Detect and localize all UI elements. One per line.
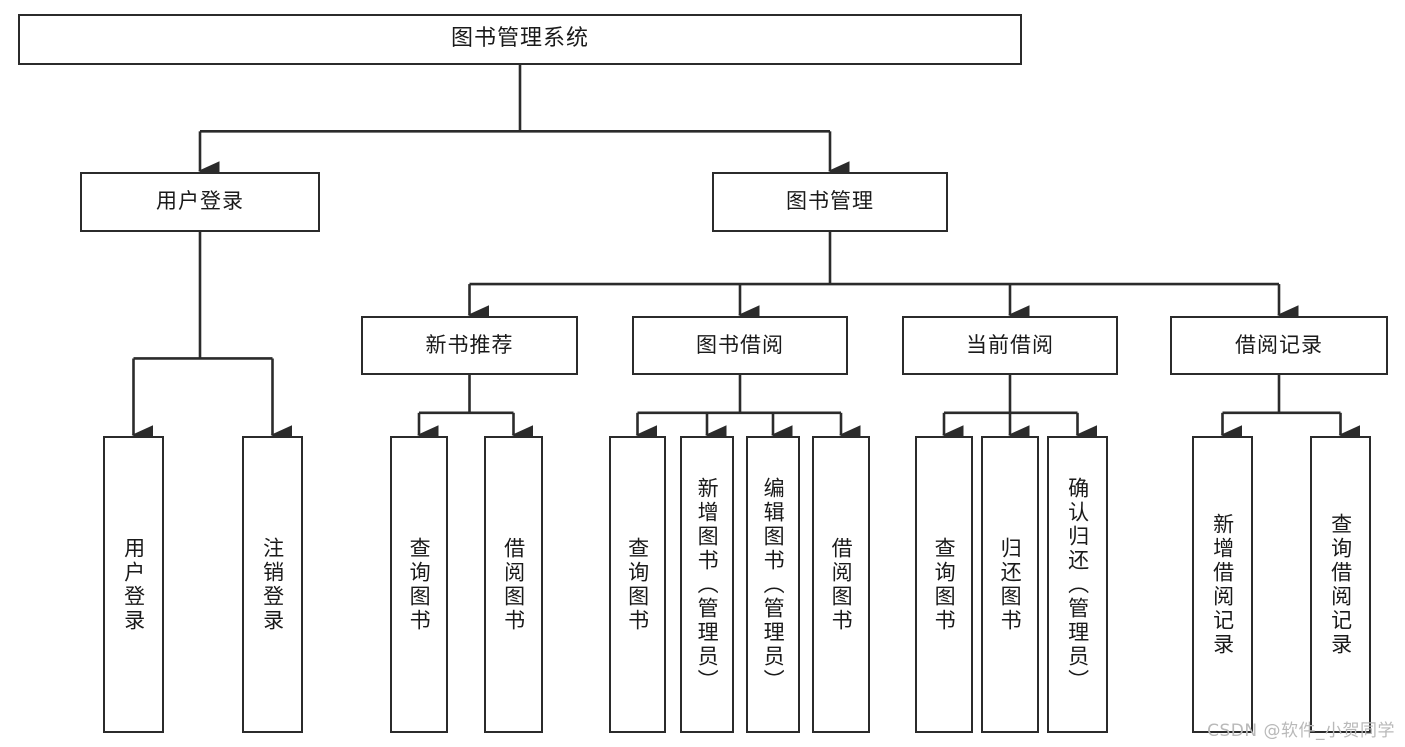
- node-label: 图书管理系统: [450, 26, 589, 52]
- node-l-queryrec[interactable]: 查询借阅记录: [1310, 436, 1371, 733]
- watermark: CSDN @软件_小贺同学: [1207, 721, 1395, 741]
- node-label: 用户登录: [156, 189, 244, 214]
- node-label: 归还图书: [998, 536, 1023, 633]
- node-label: 借阅图书: [501, 536, 526, 633]
- node-label: 查询图书: [407, 536, 432, 633]
- node-label: 新增借阅记录: [1210, 512, 1235, 657]
- node-l-query3[interactable]: 查询图书: [915, 436, 973, 733]
- node-records[interactable]: 借阅记录: [1170, 316, 1388, 375]
- node-l-addrec[interactable]: 新增借阅记录: [1192, 436, 1253, 733]
- node-newbooks[interactable]: 新书推荐: [361, 316, 578, 375]
- node-l-logout[interactable]: 注销登录: [242, 436, 303, 733]
- node-l-confirm[interactable]: 确认归还（管理员）: [1047, 436, 1108, 733]
- node-label: 借阅图书: [829, 536, 854, 633]
- node-label: 当前借阅: [966, 332, 1054, 357]
- node-l-query2[interactable]: 查询图书: [609, 436, 666, 733]
- node-l-return[interactable]: 归还图书: [981, 436, 1039, 733]
- node-label: 确认归还（管理员）: [1065, 476, 1090, 693]
- node-l-borrow2[interactable]: 借阅图书: [812, 436, 870, 733]
- node-l-edit[interactable]: 编辑图书（管理员）: [746, 436, 800, 733]
- node-label: 图书管理: [786, 189, 874, 214]
- node-l-add[interactable]: 新增图书（管理员）: [680, 436, 734, 733]
- node-label: 查询借阅记录: [1328, 512, 1353, 657]
- node-l-login[interactable]: 用户登录: [103, 436, 164, 733]
- node-label: 查询图书: [625, 536, 650, 633]
- node-label: 借阅记录: [1235, 332, 1323, 357]
- node-label: 注销登录: [260, 536, 285, 633]
- node-label: 新增图书（管理员）: [695, 476, 720, 693]
- node-root[interactable]: 图书管理系统: [18, 14, 1022, 65]
- node-current[interactable]: 当前借阅: [902, 316, 1118, 375]
- node-bookmgmt[interactable]: 图书管理: [712, 172, 948, 232]
- node-login[interactable]: 用户登录: [80, 172, 320, 232]
- node-label: 新书推荐: [425, 332, 514, 357]
- node-label: 用户登录: [121, 536, 146, 633]
- node-label: 编辑图书（管理员）: [761, 476, 786, 693]
- node-l-query1[interactable]: 查询图书: [390, 436, 448, 733]
- node-label: 查询图书: [932, 536, 957, 633]
- node-borrow[interactable]: 图书借阅: [632, 316, 848, 375]
- node-label: 图书借阅: [696, 332, 784, 357]
- node-l-borrow1[interactable]: 借阅图书: [484, 436, 543, 733]
